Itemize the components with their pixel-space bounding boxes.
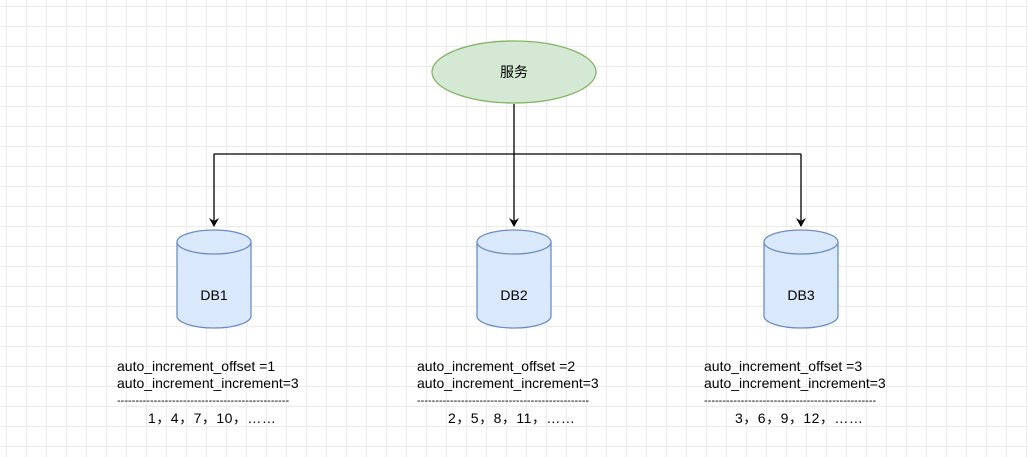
db1-offset-text: auto_increment_offset =1 bbox=[117, 358, 276, 374]
db3-label: DB3 bbox=[787, 287, 815, 303]
db2-info-block: auto_increment_offset =2 auto_increment_… bbox=[417, 358, 599, 428]
db3-offset-text: auto_increment_offset =3 bbox=[704, 358, 863, 374]
db3-cylinder[interactable] bbox=[763, 229, 839, 329]
connector-group bbox=[209, 104, 806, 227]
service-node[interactable] bbox=[431, 40, 597, 104]
service-label: 服务 bbox=[500, 64, 528, 80]
db1-separator: ----------------------------------------… bbox=[117, 395, 290, 407]
db1-label: DB1 bbox=[200, 287, 228, 303]
db2-label: DB2 bbox=[500, 287, 528, 303]
db2-sequence-text: 2，5，8，11，…… bbox=[448, 410, 576, 426]
db1-info-block: auto_increment_offset =1 auto_increment_… bbox=[117, 358, 299, 428]
db3-separator: ----------------------------------------… bbox=[704, 395, 877, 407]
db2-increment-text: auto_increment_increment=3 bbox=[417, 375, 599, 391]
db2-cylinder[interactable] bbox=[476, 229, 552, 329]
db2-separator: ----------------------------------------… bbox=[417, 395, 590, 407]
db1-sequence-text: 1，4，7，10，…… bbox=[148, 410, 277, 426]
db3-info-block: auto_increment_offset =3 auto_increment_… bbox=[704, 358, 886, 428]
db1-increment-text: auto_increment_increment=3 bbox=[117, 375, 299, 391]
db3-sequence-text: 3，6，9，12，…… bbox=[735, 410, 864, 426]
db2-offset-text: auto_increment_offset =2 bbox=[417, 358, 576, 374]
db3-increment-text: auto_increment_increment=3 bbox=[704, 375, 886, 391]
db1-cylinder[interactable] bbox=[176, 229, 252, 329]
